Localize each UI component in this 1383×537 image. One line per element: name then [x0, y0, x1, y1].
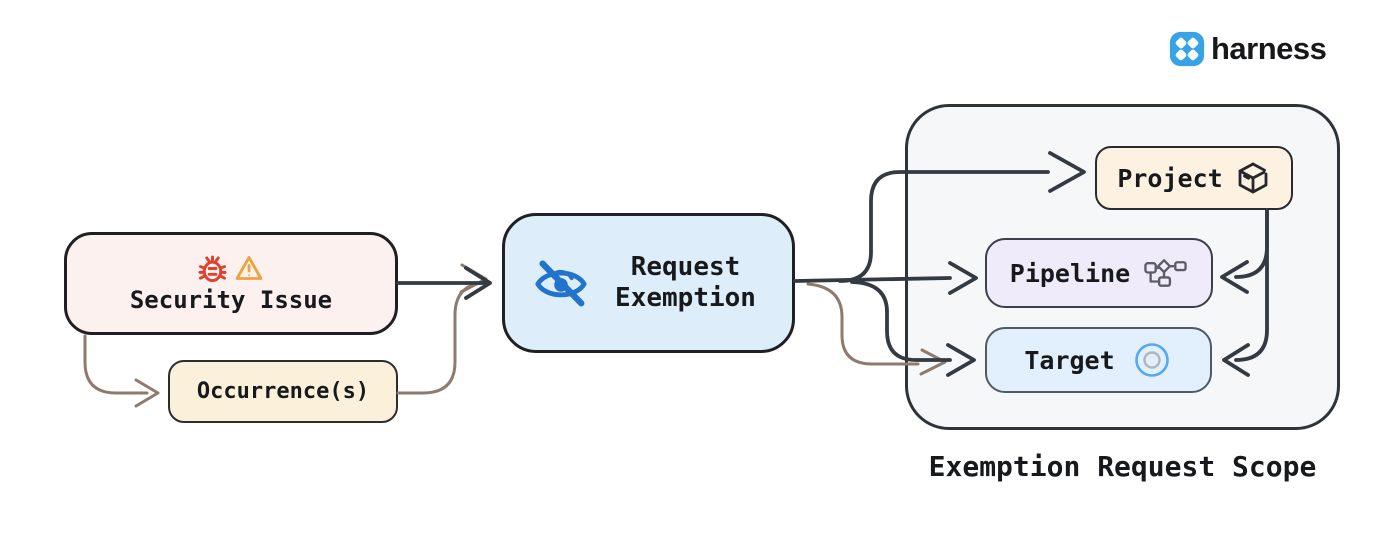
- pipeline-flow-icon: [1144, 259, 1187, 287]
- request-exemption-label: Request Exemption: [615, 252, 756, 313]
- request-exemption-node: Request Exemption: [502, 213, 795, 353]
- package-cube-icon: [1238, 162, 1268, 194]
- security-issue-label: Security Issue: [129, 286, 333, 314]
- target-circle-icon: [1134, 343, 1169, 377]
- occurrences-node: Occurrence(s): [168, 360, 398, 423]
- bug-icon: [198, 254, 227, 282]
- project-label: Project: [1117, 163, 1223, 193]
- eye-off-icon: [534, 260, 587, 307]
- arrow-security-to-occurrences: [83, 334, 160, 408]
- warning-icon: [235, 256, 263, 280]
- security-issue-node: Security Issue: [64, 232, 398, 335]
- harness-logo-icon: [1169, 31, 1205, 67]
- harness-logo: harness: [1168, 30, 1327, 68]
- project-node: Project: [1095, 146, 1293, 210]
- pipeline-node: Pipeline: [985, 238, 1213, 308]
- pipeline-label: Pipeline: [1009, 258, 1131, 288]
- harness-logo-text: harness: [1211, 31, 1327, 66]
- target-label: Target: [1024, 345, 1115, 375]
- arrow-security-to-exemption: [396, 266, 492, 300]
- occurrences-label: Occurrence(s): [196, 379, 370, 404]
- security-issue-icons: [198, 253, 264, 283]
- arrow-occurrences-to-exemption: [396, 263, 488, 395]
- exemption-scope-caption: Exemption Request Scope: [928, 450, 1317, 483]
- target-node: Target: [985, 327, 1212, 393]
